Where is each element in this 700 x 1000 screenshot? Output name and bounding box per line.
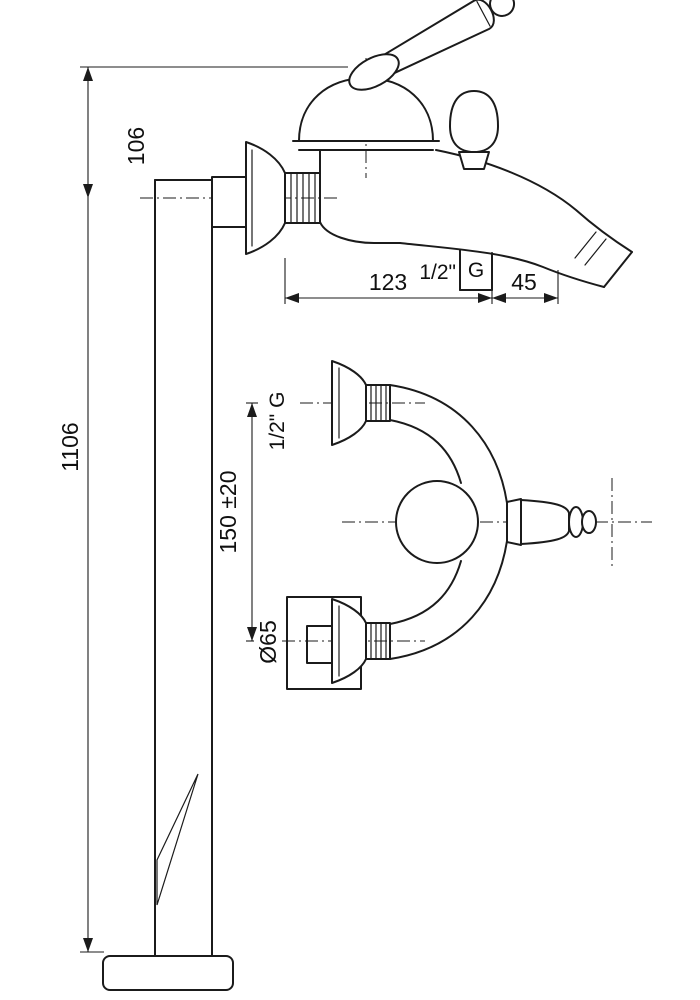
thread-outlet-standard-label: G xyxy=(468,259,484,282)
thread-outlet-size-label: 1/2" xyxy=(419,261,456,284)
thread-wall-label: 1/2" G xyxy=(266,392,289,451)
dim-1106-label: 1106 xyxy=(57,422,83,471)
dimension-centers-distance: 150 ±20 xyxy=(215,402,258,642)
dim-123-label: 123 xyxy=(369,269,407,295)
handshower-holder-ball xyxy=(449,90,499,153)
label-thread-outlet: 1/2" G xyxy=(419,259,484,284)
dimension-spout-reach: 123 45 xyxy=(284,258,559,304)
floor-standing-view xyxy=(245,0,633,291)
label-thread-middle: 1/2" G xyxy=(266,392,289,451)
lever-tip-knob-front xyxy=(581,510,597,534)
upper-thread-hatch xyxy=(370,384,387,422)
aerator-ring-1 xyxy=(584,238,607,266)
handshower-holder-collar xyxy=(458,151,490,170)
outlet-tube xyxy=(459,249,493,291)
floor-column xyxy=(102,176,247,991)
upper-thread xyxy=(365,384,391,422)
arrow-right-45 xyxy=(544,293,558,303)
dim-106-label: 106 xyxy=(123,127,149,165)
lever-base xyxy=(348,53,400,91)
body-lower-outline xyxy=(389,540,508,660)
dimension-vertical-heights: 106 1106 xyxy=(57,66,348,953)
spout-tip-face xyxy=(603,251,633,288)
lower-thread-hatch xyxy=(370,622,387,660)
lever-handle-top xyxy=(348,0,516,91)
valve-body xyxy=(395,480,479,564)
lever-collar-front xyxy=(506,498,522,546)
arrow-left-123 xyxy=(285,293,299,303)
label-flange-diameter: Ø65 xyxy=(255,620,281,663)
arrow-down-centers xyxy=(247,627,257,641)
lever-handle-front xyxy=(520,499,570,545)
pipe-break-mark xyxy=(156,773,199,906)
body-lower-inner-curve xyxy=(389,560,462,625)
dim-45-label: 45 xyxy=(511,269,537,295)
arrow-down-floor xyxy=(83,938,93,952)
lever-tip-ring xyxy=(568,506,584,538)
pipe-connector xyxy=(211,176,247,228)
lever-tip-knob xyxy=(489,0,516,17)
arrow-right-123 xyxy=(478,293,492,303)
aerator-ring-2 xyxy=(574,231,597,259)
arrow-up-top xyxy=(83,67,93,81)
arrow-up-centers xyxy=(247,403,257,417)
dim-diameter-label: Ø65 xyxy=(255,620,281,663)
wall-mounted-view xyxy=(286,360,597,690)
body-upper-inner-curve xyxy=(389,419,462,484)
lower-thread xyxy=(365,622,391,660)
upper-flange xyxy=(331,360,367,446)
lever-neck-ring xyxy=(476,0,491,27)
spout-bottom-edge xyxy=(399,242,605,288)
arrow-down-inlet xyxy=(83,184,93,198)
body-upper-outline xyxy=(389,384,508,504)
arrow-left-45 xyxy=(492,293,506,303)
dim-150-label: 150 ±20 xyxy=(215,471,241,554)
floor-base-plate xyxy=(102,955,234,991)
body-bottom-edge xyxy=(319,221,401,244)
inlet-thread-hatch xyxy=(290,172,316,224)
lever-ceramic xyxy=(375,0,495,79)
